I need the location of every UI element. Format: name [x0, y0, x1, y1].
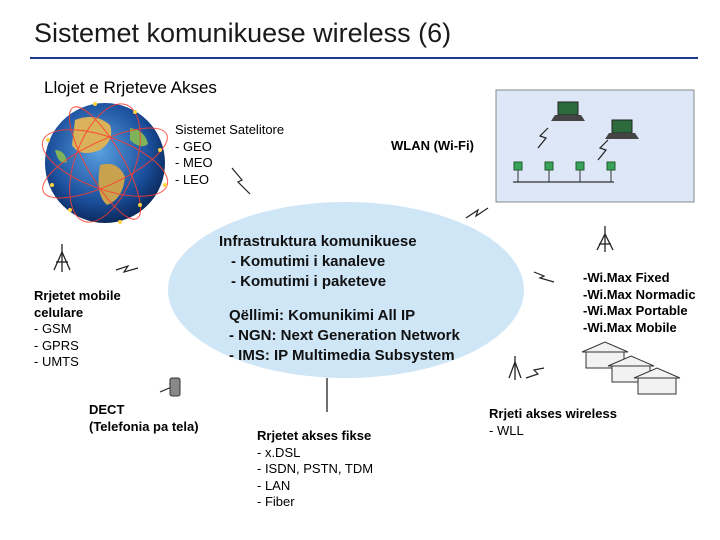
core-item: - Komutimi i kanaleve	[231, 253, 386, 270]
core-goal-title: Qëllimi: Komunikimi All IP	[229, 307, 416, 324]
core-goal-label: Qëllimi: Komunikimi All IP - NGN: Next G…	[229, 306, 460, 366]
page-subtitle: Llojet e Rrjeteve Akses	[44, 78, 217, 97]
fixed-access-item: - x.DSL	[257, 444, 301, 460]
fixed-access-label: Rrjetet akses fikse - x.DSL - ISDN, PSTN…	[257, 428, 373, 511]
wimax-label: -Wi.Max Fixed -Wi.Max Normadic -Wi.Max P…	[583, 270, 696, 336]
satellite-item: - LEO	[175, 171, 209, 187]
fixed-access-item: - Fiber	[257, 494, 295, 509]
satellite-item: - GEO	[175, 138, 212, 154]
wlan-box	[495, 89, 695, 203]
mobile-title-line: Rrjetet mobile	[34, 288, 121, 303]
mobile-item: - UMTS	[34, 354, 79, 369]
core-title: Infrastruktura komunikuese	[219, 233, 417, 250]
core-network-ellipse	[168, 202, 524, 378]
satellite-title: Sistemet Satelitore	[175, 122, 285, 137]
fixed-access-item: - LAN	[257, 477, 291, 493]
wimax-item: -Wi.Max Fixed	[583, 270, 670, 285]
satellite-label: Sistemet Satelitore - GEO - MEO - LEO	[175, 122, 284, 188]
globe-icon	[41, 102, 169, 224]
dect-label: DECT (Telefonia pa tela)	[89, 402, 199, 435]
mobile-item: - GSM	[34, 321, 72, 336]
houses-icon	[581, 341, 681, 395]
core-goal-item: - IMS: IP Multimedia Subsystem	[229, 347, 455, 364]
wireless-access-label: Rrjeti akses wireless - WLL	[489, 406, 617, 439]
mobile-label: Rrjetet mobile celulare - GSM - GPRS - U…	[34, 288, 121, 371]
wimax-item: -Wi.Max Portable	[583, 303, 688, 318]
mobile-title-line: celulare	[34, 304, 84, 320]
antenna-tower-icon	[53, 244, 71, 272]
title-underline	[30, 57, 698, 59]
wireless-access-title: Rrjeti akses wireless	[489, 406, 617, 421]
core-label: Infrastruktura komunikuese - Komutimi i …	[219, 232, 417, 292]
antenna-tower-icon	[508, 356, 522, 380]
wimax-item: -Wi.Max Mobile	[583, 319, 677, 335]
page-title: Sistemet komunikuese wireless (6)	[34, 18, 452, 48]
dect-title-line: DECT	[89, 402, 125, 417]
wlan-label: WLAN (Wi-Fi)	[391, 138, 474, 153]
mobile-item: - GPRS	[34, 337, 79, 353]
fixed-access-title: Rrjetet akses fikse	[257, 428, 372, 443]
phone-icon	[169, 377, 181, 397]
wireless-access-item: - WLL	[489, 422, 524, 438]
fixed-access-item: - ISDN, PSTN, TDM	[257, 461, 374, 476]
wimax-item: -Wi.Max Normadic	[583, 286, 696, 302]
antenna-tower-icon	[596, 226, 614, 252]
core-item: - Komutimi i paketeve	[231, 273, 387, 290]
satellite-item: - MEO	[175, 155, 213, 170]
core-goal-item: - NGN: Next Generation Network	[229, 327, 460, 344]
laptop-icon	[551, 101, 585, 121]
dect-title-line: (Telefonia pa tela)	[89, 418, 199, 434]
laptop-icon	[605, 119, 639, 139]
